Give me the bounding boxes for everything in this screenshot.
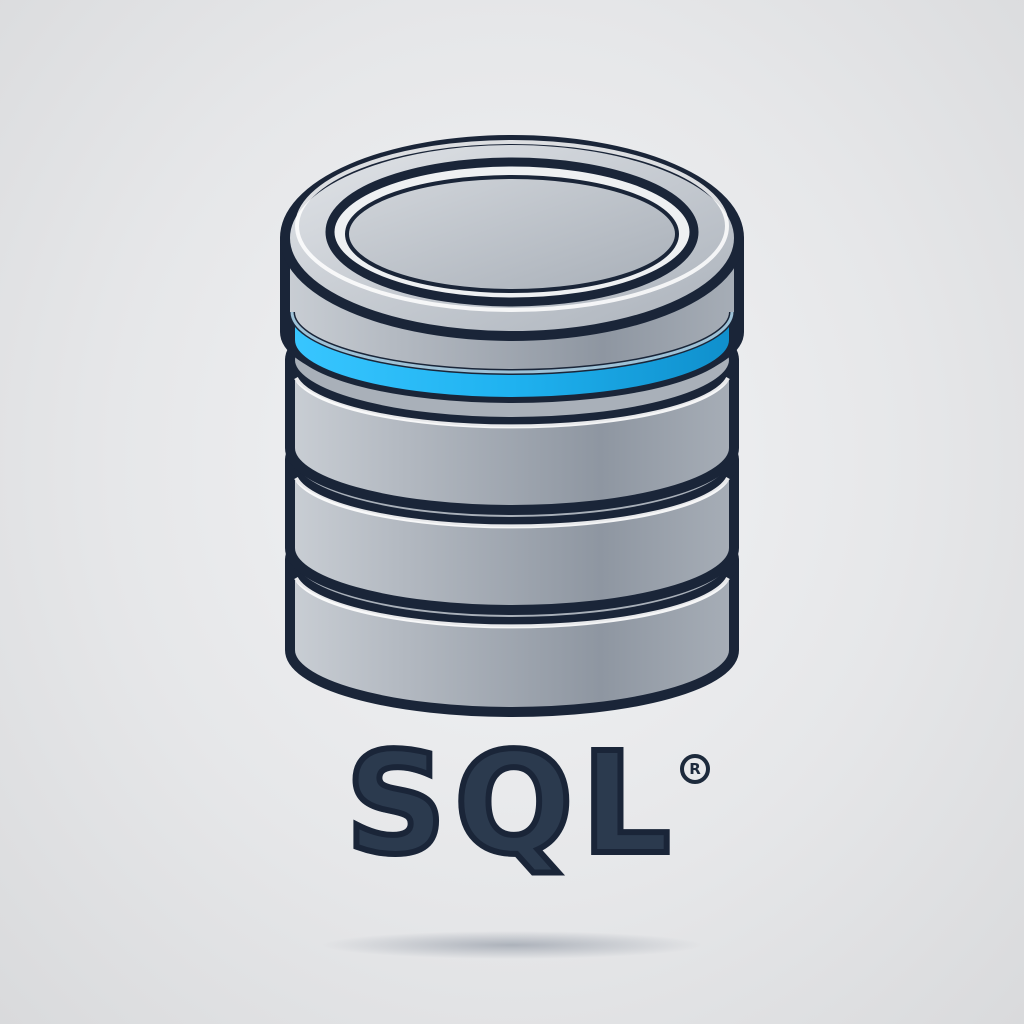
logo-wordmark: SQL (342, 723, 679, 886)
database-disc-1 (280, 135, 744, 403)
floor-shadow (322, 931, 702, 959)
registered-trademark-icon: R (680, 754, 710, 784)
